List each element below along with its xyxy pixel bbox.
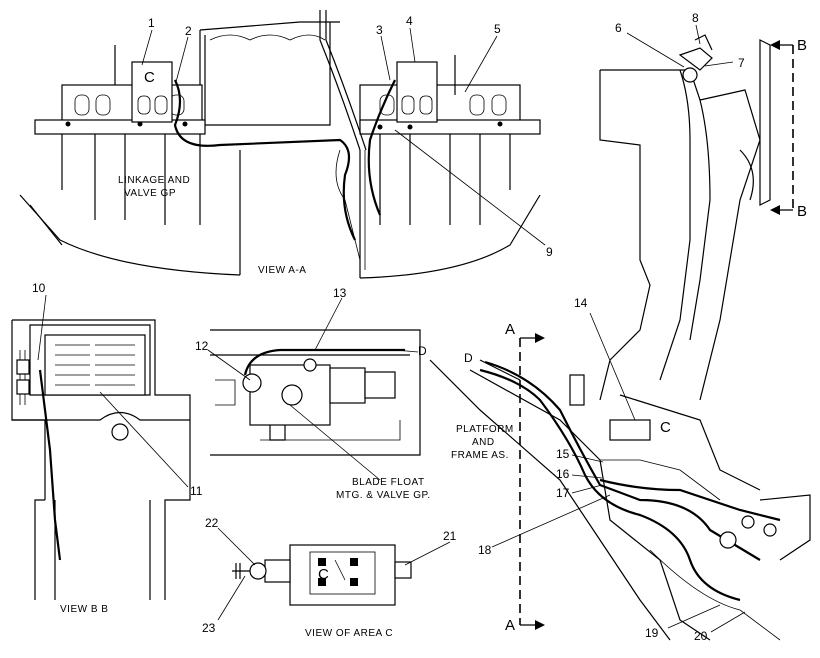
section-line-a bbox=[519, 333, 545, 630]
callout-leaders-c bbox=[217, 527, 451, 621]
view-bb-drawing bbox=[11, 319, 191, 600]
label-platform-line1: PLATFORM bbox=[456, 424, 514, 435]
callout-leaders-blade bbox=[207, 297, 419, 481]
callout-6: 6 bbox=[615, 21, 622, 35]
section-marker-d-left: D bbox=[418, 344, 427, 358]
blade-float-drawing bbox=[210, 329, 421, 456]
callout-11: 11 bbox=[190, 484, 203, 498]
label-linkage-line1: LINKAGE AND bbox=[118, 175, 190, 186]
callout-leaders-top bbox=[141, 27, 546, 246]
callout-13: 13 bbox=[333, 286, 347, 300]
callout-15: 15 bbox=[556, 447, 570, 461]
platform-frame-drawing bbox=[429, 34, 811, 641]
label-view-area-c: VIEW OF AREA C bbox=[305, 628, 393, 639]
section-marker-c-view: C bbox=[318, 566, 329, 583]
label-view-bb: VIEW B B bbox=[60, 604, 108, 615]
callout-16: 16 bbox=[556, 467, 570, 481]
callout-18: 18 bbox=[478, 543, 492, 557]
section-marker-d-right: D bbox=[464, 351, 473, 365]
section-marker-b-top: B bbox=[797, 37, 807, 54]
callout-8: 8 bbox=[692, 11, 699, 25]
callout-7: 7 bbox=[738, 56, 745, 70]
section-marker-c-right: C bbox=[660, 419, 671, 436]
callout-5: 5 bbox=[494, 22, 501, 36]
callout-leaders-bb bbox=[37, 294, 189, 488]
callout-2: 2 bbox=[185, 24, 192, 38]
label-platform-line3: FRAME AS. bbox=[451, 450, 509, 461]
section-marker-a-top: A bbox=[505, 321, 515, 338]
callout-9: 9 bbox=[546, 245, 553, 259]
label-view-aa: VIEW A-A bbox=[258, 265, 306, 276]
label-platform-line2: AND bbox=[472, 437, 495, 448]
callout-14: 14 bbox=[574, 296, 588, 310]
callout-1: 1 bbox=[148, 16, 155, 30]
section-marker-b-bottom: B bbox=[797, 203, 807, 220]
section-marker-a-bottom: A bbox=[505, 617, 515, 634]
label-linkage-line2: VALVE GP bbox=[124, 188, 176, 199]
callout-20: 20 bbox=[694, 629, 708, 643]
callout-4: 4 bbox=[406, 14, 413, 28]
callout-leaders-right bbox=[491, 24, 746, 633]
view-aa-drawing bbox=[19, 10, 541, 279]
callout-21: 21 bbox=[443, 529, 457, 543]
label-blade-line2: MTG. & VALVE GP. bbox=[336, 490, 431, 501]
callout-3: 3 bbox=[376, 23, 383, 37]
area-c-drawing bbox=[232, 544, 412, 606]
callout-19: 19 bbox=[645, 626, 659, 640]
callout-17: 17 bbox=[556, 486, 570, 500]
callout-23: 23 bbox=[202, 621, 216, 635]
callout-12: 12 bbox=[195, 339, 209, 353]
section-marker-c-left: C bbox=[144, 69, 155, 86]
callout-10: 10 bbox=[32, 281, 46, 295]
callout-22: 22 bbox=[205, 516, 219, 530]
label-blade-line1: BLADE FLOAT bbox=[352, 477, 425, 488]
section-line-b bbox=[770, 40, 794, 215]
